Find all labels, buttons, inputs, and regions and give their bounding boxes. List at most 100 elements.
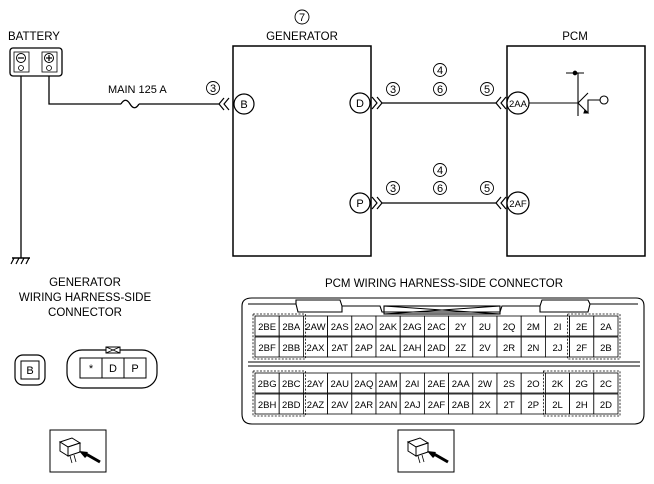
pcm-pin-label: 2AL (380, 343, 397, 354)
circled-number-d-wire-3: 3 (386, 82, 400, 96)
pcm-pin-label: 2AA (452, 379, 471, 390)
pcm-pin-label: 2K (552, 379, 564, 390)
pcm-pin-label: 2AU (330, 379, 349, 390)
pcm-box (506, 45, 646, 257)
pcm-pin-label: 2A (600, 322, 612, 333)
pcm-pin-label: 2AP (355, 343, 373, 354)
pcm-pin-label: 2X (479, 400, 491, 411)
gen-conn-title-line1: GENERATOR (49, 277, 121, 289)
gen-pin-star: * (89, 363, 94, 375)
connector-chevron-icon (218, 97, 230, 111)
svg-text:D: D (356, 98, 364, 110)
pcm-pin-label: 2AT (331, 343, 348, 354)
harness-view-icon (49, 429, 107, 473)
pcm-pin-label: 2AD (427, 343, 446, 354)
circled-number-p-wire-5: 5 (480, 181, 494, 195)
circled-number-p-wire-3: 3 (386, 181, 400, 195)
circled-number-p-wire-6: 6 (433, 181, 447, 195)
pcm-pin-label: 2AI (405, 379, 419, 390)
fuse-label: MAIN 125 A (108, 84, 167, 96)
pcm-pin-label: 2AN (379, 400, 398, 411)
pcm-pin-group-outline (543, 370, 621, 417)
pcm-pin-group-outline (252, 370, 306, 417)
pcm-pin-label: 2E (576, 322, 588, 333)
generator-label: GENERATOR (266, 31, 338, 43)
pcm-pin-label: 2AK (379, 322, 398, 333)
pcm-pin-label: 2G (575, 379, 588, 390)
battery-label: BATTERY (8, 31, 60, 43)
pcm-pin-label: 2AZ (307, 400, 325, 411)
pcm-pin-label: 2AC (427, 322, 446, 333)
pcm-pin-label: 2BG (258, 379, 277, 390)
pcm-terminal-2af: 2AF (506, 191, 530, 215)
pcm-terminal-2aa: 2AA (506, 91, 530, 115)
pcm-pin-cell (593, 315, 619, 337)
circled-number-b-wire: 3 (206, 81, 220, 95)
pcm-connector-housing (241, 297, 645, 425)
pcm-pin-label: 2R (503, 343, 515, 354)
svg-text:7: 7 (299, 12, 305, 24)
pcm-pin-label: 2B (600, 343, 612, 354)
pcm-pin-label: 2AX (307, 343, 326, 354)
pcm-pin-label: 2AE (428, 379, 446, 390)
battery-symbol (9, 47, 63, 77)
pcm-pin-label: 2AS (331, 322, 349, 333)
svg-text:3: 3 (210, 83, 216, 95)
svg-text:P: P (356, 198, 363, 210)
pcm-pin-label: 2BC (282, 379, 301, 390)
gen-pin-p: P (131, 363, 138, 375)
generator-box (232, 45, 372, 257)
pcm-pin-label: 2C (600, 379, 612, 390)
pcm-pin-label: 2BD (282, 400, 301, 411)
pcm-pin-label: 2AM (378, 379, 398, 390)
pcm-pin-label: 2M (527, 322, 540, 333)
pcm-pin-label: 2AO (354, 322, 373, 333)
pcm-pin-label: 2Q (503, 322, 516, 333)
pcm-pin-label: 2U (479, 322, 491, 333)
pcm-pin-label: 2V (479, 343, 491, 354)
svg-text:3: 3 (390, 183, 396, 195)
pcm-pin-label: 2AH (403, 343, 422, 354)
svg-text:4: 4 (437, 165, 443, 177)
connector-chevron-icon (495, 96, 507, 110)
svg-text:6: 6 (437, 183, 443, 195)
svg-text:4: 4 (437, 65, 443, 77)
ground-icon (10, 257, 30, 265)
pcm-pin-label: 2BH (258, 400, 277, 411)
pcm-pin-label: 2AW (305, 322, 325, 333)
gen-conn-title-line2: WIRING HARNESS-SIDE (19, 292, 152, 304)
pcm-pin-group-outline (567, 313, 621, 360)
pcm-pin-cell (593, 393, 619, 415)
pcm-pin-label: 2N (527, 343, 539, 354)
fuse-icon (120, 99, 140, 109)
gen-connector-plug: * D P (66, 346, 158, 389)
pcm-pin-label: 2J (552, 343, 562, 354)
generator-terminal-p: P (349, 192, 371, 214)
pcm-pin-label: 2AY (307, 379, 325, 390)
svg-text:5: 5 (484, 183, 490, 195)
svg-text:B: B (26, 365, 33, 377)
pcm-pin-label: 2Z (455, 343, 466, 354)
svg-text:5: 5 (484, 84, 490, 96)
pcm-pin-label: 2AF (428, 400, 446, 411)
svg-text:2AF: 2AF (509, 199, 527, 210)
pcm-pin-label: 2BA (282, 322, 301, 333)
transistor-icon (529, 70, 609, 116)
circled-number-p-wire-4: 4 (433, 163, 447, 177)
pcm-pin-label: 2L (552, 400, 563, 411)
svg-text:2AA: 2AA (509, 99, 528, 110)
generator-terminal-d: D (349, 92, 371, 114)
gen-conn-title-line3: CONNECTOR (48, 307, 122, 319)
pcm-pin-label: 2BE (258, 322, 276, 333)
svg-text:6: 6 (437, 84, 443, 96)
pcm-conn-title: PCM WIRING HARNESS-SIDE CONNECTOR (325, 278, 563, 290)
svg-text:3: 3 (390, 84, 396, 96)
pcm-pin-label: 2D (600, 400, 612, 411)
pcm-pin-label: 2Y (455, 322, 467, 333)
pcm-pin-label: 2I (554, 322, 562, 333)
pcm-pin-label: 2T (504, 400, 515, 411)
circled-number-d-wire-6: 6 (433, 82, 447, 96)
pcm-pin-cell (593, 372, 619, 394)
pcm-pin-cell (593, 336, 619, 358)
pcm-pin-label: 2S (503, 379, 515, 390)
